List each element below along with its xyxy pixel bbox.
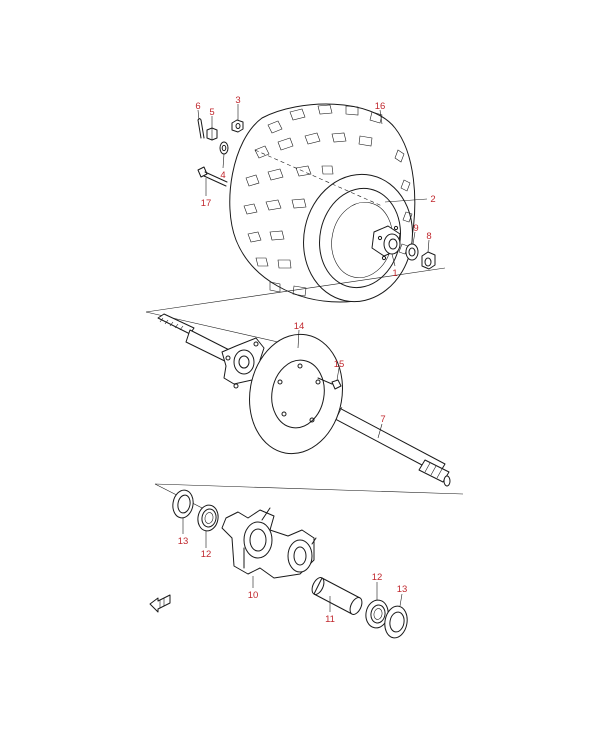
callout-9: 9 [413, 223, 418, 234]
tire [229, 103, 416, 303]
callout-7: 7 [380, 414, 385, 425]
callout-16: 16 [375, 101, 386, 112]
washer-4 [219, 141, 229, 155]
section-frame-bottom [154, 483, 464, 513]
shaft-flange [221, 337, 265, 389]
leader-lines [182, 104, 430, 612]
brake-disc-14 [249, 333, 343, 455]
callout-11: 11 [325, 614, 335, 625]
callout-5: 5 [209, 107, 214, 118]
stud-17 [197, 166, 228, 187]
sleeve-11 [311, 577, 363, 615]
callout-13-right: 13 [397, 584, 408, 595]
castle-nut-5 [206, 127, 218, 141]
front-arrow-icon [149, 594, 171, 613]
callout-2: 2 [430, 194, 435, 205]
bolt-15 [317, 377, 342, 390]
bearing-12-left [197, 504, 219, 532]
washer-9 [405, 243, 419, 261]
seal-13-right [384, 605, 408, 639]
nut-8 [421, 251, 436, 270]
wheel-hub [371, 225, 401, 261]
callout-12-left: 12 [201, 549, 212, 560]
callout-6: 6 [195, 101, 200, 112]
cotter-pin-6 [197, 118, 205, 139]
callout-17: 17 [201, 198, 212, 209]
axle-housing-10 [221, 507, 317, 579]
callout-4: 4 [220, 170, 225, 181]
callout-14: 14 [294, 321, 305, 332]
callout-15: 15 [334, 359, 345, 370]
callout-3: 3 [235, 95, 240, 106]
callout-1: 1 [392, 268, 397, 279]
callout-10: 10 [248, 590, 259, 601]
callout-13-left: 13 [178, 536, 189, 547]
bearing-12-right [365, 599, 389, 629]
callout-8: 8 [426, 231, 431, 242]
seal-13-left [172, 489, 194, 519]
callout-labels: 6 5 3 16 4 17 2 9 8 1 14 15 7 13 12 10 1… [178, 95, 436, 625]
callout-12-right: 12 [372, 572, 383, 583]
nut-3 [231, 119, 244, 133]
